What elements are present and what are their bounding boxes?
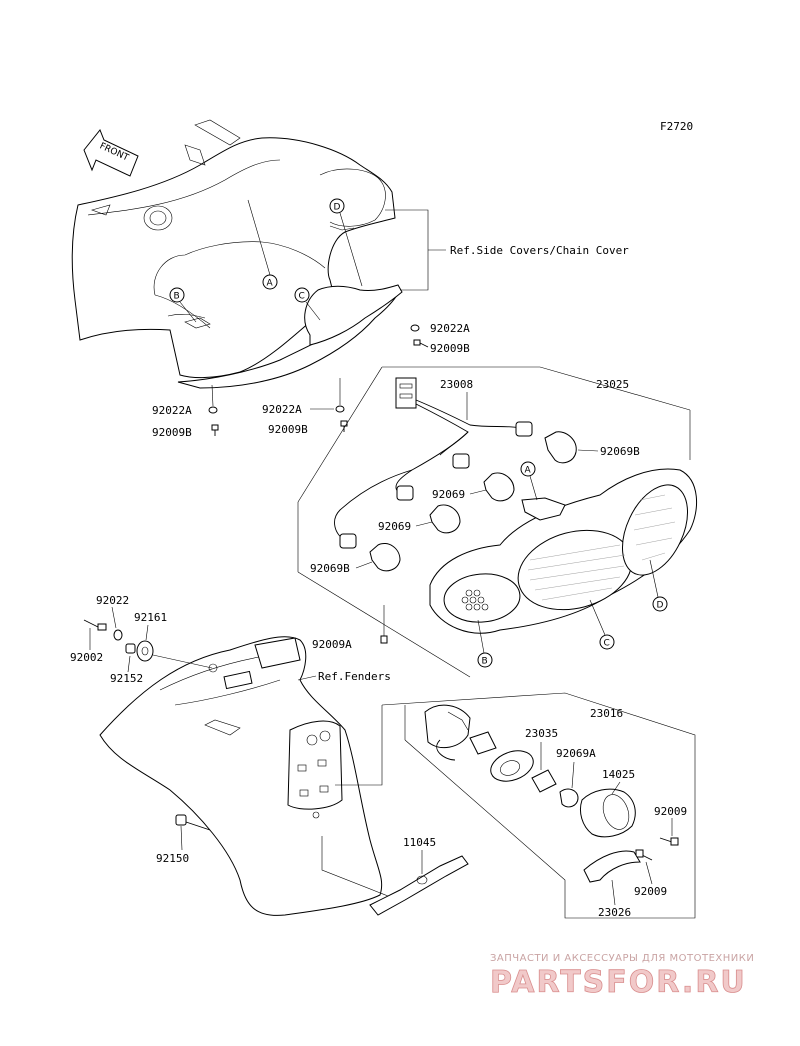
part-92152: 92152	[110, 672, 143, 685]
svg-text:D: D	[657, 601, 664, 611]
ref-side-covers-leader	[385, 209, 446, 291]
part-92069-1: 92069	[432, 488, 465, 501]
part-14025: 14025	[602, 768, 635, 781]
license-lens-holder	[490, 750, 534, 782]
screw-icon	[635, 849, 653, 861]
part-92069-2: 92069	[378, 520, 411, 533]
socket-icon	[531, 769, 557, 793]
part-11045: 11045	[403, 836, 436, 849]
part-92069B-2: 92069B	[310, 562, 350, 575]
bulb-socket-icon	[469, 731, 497, 755]
part-92022: 92022	[96, 594, 129, 607]
license-light-base	[424, 704, 471, 761]
watermark-tagline: ЗАПЧАСТИ И АКСЕССУАРЫ ДЛЯ МОТОТЕХНИКИ	[490, 953, 754, 964]
washer-icon	[410, 324, 420, 332]
part-92009-2: 92009	[634, 885, 667, 898]
screw-icon	[659, 837, 679, 846]
ref-side-covers: Ref.Side Covers/Chain Cover	[450, 244, 629, 257]
bulb-socket-icon	[396, 485, 414, 501]
bulb-icon	[483, 472, 515, 502]
bulb-socket-icon	[515, 421, 533, 437]
part-92150: 92150	[156, 852, 189, 865]
wiring-harness	[334, 377, 521, 541]
callout-a-lower: A	[520, 461, 538, 501]
screw-icon	[380, 635, 388, 644]
bulb-icon	[544, 431, 577, 464]
part-92009B-2: 92009B	[152, 426, 192, 439]
svg-text:C: C	[604, 639, 610, 649]
grommet-icon	[136, 640, 154, 662]
bulb-socket-icon	[339, 533, 357, 549]
part-23016: 23016	[590, 707, 623, 720]
bolt-icon	[175, 814, 211, 831]
svg-text:D: D	[334, 203, 341, 213]
part-92022A-3: 92022A	[262, 403, 302, 416]
part-92022A-1: 92022A	[430, 322, 470, 335]
part-92022A-2: 92022A	[152, 404, 192, 417]
taillight-housing	[429, 468, 698, 634]
bulb-icon	[369, 543, 401, 572]
part-92069B-1: 92069B	[600, 445, 640, 458]
part-92002: 92002	[70, 651, 103, 664]
bolt-icon	[83, 619, 107, 631]
svg-text:A: A	[267, 279, 274, 289]
svg-text:B: B	[174, 292, 180, 302]
callout-d-upper: D	[329, 198, 363, 287]
bolt-icon	[340, 420, 348, 432]
license-lens	[579, 788, 636, 838]
license-bracket	[369, 855, 469, 916]
callout-b-upper: B	[169, 287, 197, 323]
part-23008: 23008	[440, 378, 473, 391]
bulb-socket-icon	[452, 453, 470, 469]
callout-b-lower: B	[477, 619, 493, 668]
part-23035: 23035	[525, 727, 558, 740]
part-92009A: 92009A	[312, 638, 352, 651]
part-23026: 23026	[598, 906, 631, 919]
ref-fenders: Ref.Fenders	[318, 670, 391, 683]
license-cover	[583, 850, 641, 883]
rear-fender	[99, 636, 383, 916]
callout-a-upper: A	[247, 199, 278, 290]
callout-d-lower: D	[649, 559, 668, 612]
figure-code: F2720	[660, 120, 693, 133]
bolt-icon	[211, 424, 219, 436]
washer-icon	[335, 405, 345, 413]
svg-text:B: B	[482, 657, 488, 667]
bulb-icon	[429, 504, 461, 534]
washer-icon	[208, 406, 218, 414]
license-light-frame	[335, 692, 696, 919]
tail-cowl-assembly	[71, 119, 403, 389]
part-92009B-3: 92009B	[268, 423, 308, 436]
part-23025: 23025	[596, 378, 629, 391]
watermark-brand: PARTSFOR.RU	[490, 965, 747, 1000]
svg-text:A: A	[525, 466, 532, 476]
part-92161: 92161	[134, 611, 167, 624]
callout-c-lower: C	[589, 599, 615, 650]
callout-c-upper: C	[294, 287, 321, 321]
bulb-icon	[559, 788, 579, 808]
part-92069A: 92069A	[556, 747, 596, 760]
svg-text:C: C	[299, 292, 305, 302]
part-92009B-1: 92009B	[430, 342, 470, 355]
part-92009-1: 92009	[654, 805, 687, 818]
collar-icon	[125, 643, 136, 654]
washer-icon	[113, 629, 123, 641]
front-arrow-icon: FRONT	[83, 129, 139, 177]
bolt-icon	[413, 339, 429, 348]
